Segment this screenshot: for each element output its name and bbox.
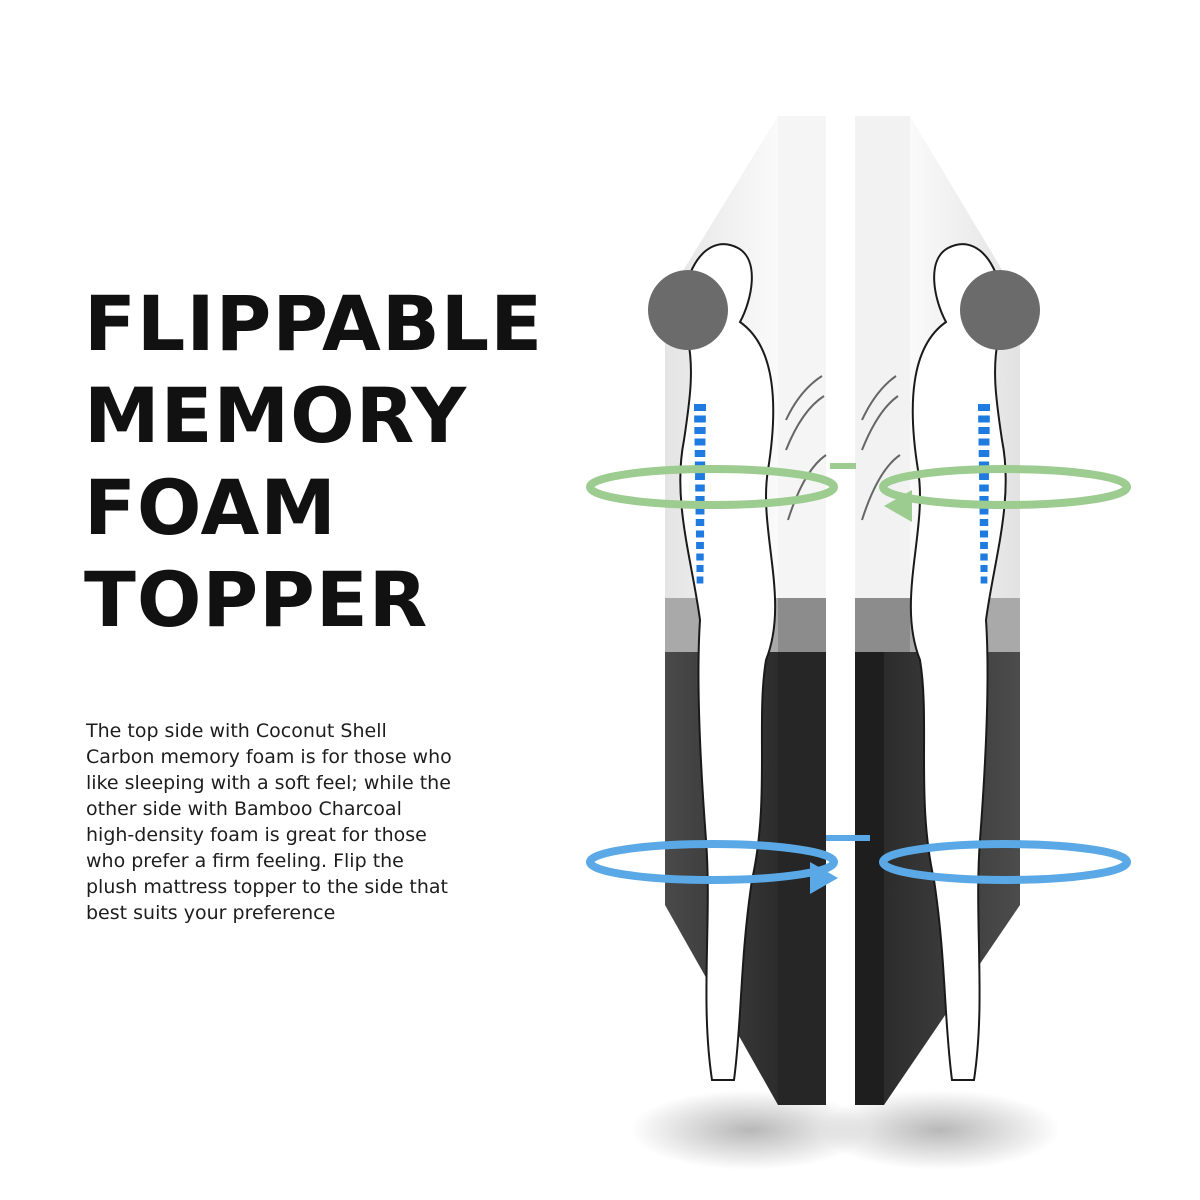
headline: FLIPPABLE MEMORY FOAM TOPPER: [84, 278, 554, 646]
spine-segment: [979, 519, 989, 526]
description-line-6: who prefer a firm feeling. Flip the: [86, 850, 404, 872]
description-line-2: Carbon memory foam is for those who: [86, 746, 452, 768]
left-shadow: [630, 1090, 870, 1170]
spine-segment: [695, 530, 705, 538]
spine-segment: [978, 461, 990, 469]
description-line-4: other side with Bamboo Charcoal: [86, 798, 402, 820]
spine-segment: [980, 553, 988, 561]
spine-segment: [695, 496, 705, 503]
spine-segment: [694, 450, 706, 457]
spine-segment: [694, 415, 706, 423]
spine-segment: [695, 507, 705, 515]
description-line-5: high-density foam is great for those: [86, 824, 427, 846]
spine-segment: [696, 565, 704, 572]
description: The top side with Coconut Shell Carbon m…: [86, 718, 526, 926]
spine-segment: [694, 427, 706, 434]
headline-line-4: TOPPER: [84, 555, 429, 644]
spine-segment: [694, 404, 706, 411]
spine-segment: [979, 484, 989, 492]
lower-rotation-arrow-icon: [586, 835, 1131, 894]
spine-segment: [980, 576, 988, 584]
spine-segment: [696, 542, 704, 549]
headline-line-2: MEMORY: [84, 371, 468, 460]
spine-segment: [978, 404, 990, 411]
upper-rotation-arrow-icon: [586, 463, 1131, 522]
spine-segment: [979, 530, 989, 538]
spine-segment: [696, 576, 704, 584]
spine-segment: [978, 427, 990, 434]
spine-segment: [978, 438, 990, 446]
spine-segment: [979, 473, 989, 480]
spine-segment: [694, 461, 706, 469]
spine-segment: [979, 496, 989, 503]
spine-segment: [979, 507, 989, 515]
description-line-1: The top side with Coconut Shell: [86, 720, 387, 742]
right-spine-icon: [978, 404, 990, 584]
right-shadow: [820, 1090, 1060, 1170]
headline-line-3: FOAM: [84, 463, 337, 552]
headline-line-1: FLIPPABLE: [84, 279, 544, 368]
description-line-8: best suits your preference: [86, 902, 336, 924]
left-spine-icon: [694, 404, 706, 584]
spine-segment: [695, 519, 705, 526]
spine-segment: [978, 450, 990, 457]
description-line-3: like sleeping with a soft feel; while th…: [86, 772, 451, 794]
spine-segment: [695, 484, 705, 492]
description-line-7: plush mattress topper to the side that: [86, 876, 448, 898]
spine-segment: [980, 542, 988, 549]
spine-segment: [978, 415, 990, 423]
spine-segment: [696, 553, 704, 561]
mattress-illustration: [586, 116, 1131, 1170]
spine-segment: [694, 438, 706, 446]
spine-segment: [980, 565, 988, 572]
spine-segment: [695, 473, 705, 480]
